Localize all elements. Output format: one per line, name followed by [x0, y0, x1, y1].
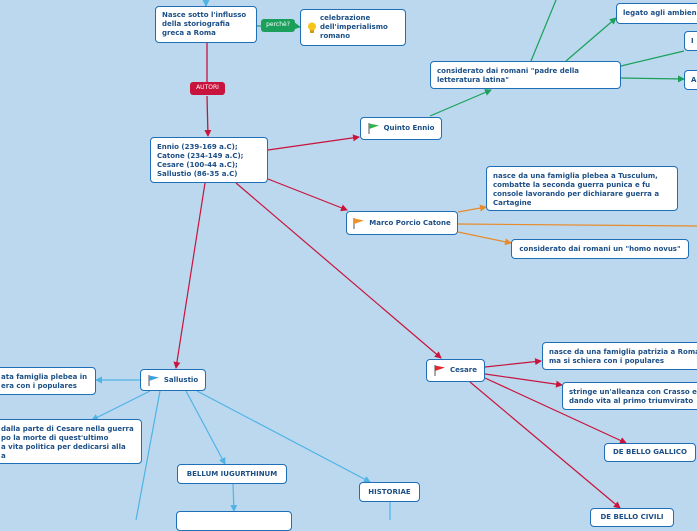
autori-tag[interactable]: AUTORI	[190, 82, 225, 95]
de-bello-civili-node[interactable]: DE BELLO CIVILI	[590, 508, 674, 527]
ennio-i-node[interactable]: I	[684, 31, 697, 51]
cesare-node[interactable]: Cesare	[426, 359, 485, 382]
celebration-label: celebrazione dell'imperialismo romano	[320, 14, 388, 40]
green-flag-icon	[368, 123, 379, 134]
ennio-a-node[interactable]: A	[684, 70, 697, 90]
catone-birth-node[interactable]: nasce da una famiglia plebea a Tusculum,…	[486, 166, 678, 211]
cesare-birth-node[interactable]: nasce da una famiglia patrizia a Roma ma…	[542, 342, 697, 370]
link-authors-catone	[267, 178, 348, 212]
link-cesare-birth	[484, 358, 542, 368]
link-bellum-down	[230, 483, 238, 512]
lightbulb-icon	[308, 22, 316, 33]
link-father-up	[530, 0, 557, 62]
ennio-father-node[interactable]: considerato dai romani "padre della lett…	[430, 61, 621, 89]
catone-label: Marco Porcio Catone	[369, 218, 451, 227]
sallustio-label: Sallustio	[163, 375, 199, 384]
link-sallustio-historiae	[196, 390, 371, 483]
authors-node[interactable]: Ennio (239-169 a.C); Catone (234-149 a.C…	[150, 137, 268, 183]
bellum-iugurthinum-node[interactable]: BELLUM IUGURTHINUM	[177, 464, 287, 484]
sallustio-birth-node[interactable]: ata famiglia plebea in era con i popular…	[0, 367, 96, 395]
link-autori-authors	[204, 95, 212, 137]
sallustio-side-node[interactable]: dalla parte di Cesare nella guerra po la…	[0, 419, 142, 464]
link-catone-birth	[457, 204, 487, 213]
connector-layer	[91, 0, 697, 520]
catone-node[interactable]: Marco Porcio Catone	[346, 211, 458, 235]
orange-flag-icon	[353, 217, 365, 229]
link-sallustio-down	[135, 390, 161, 520]
de-bello-gallico-node[interactable]: DE BELLO GALLICO	[604, 443, 696, 462]
link-catone-homo	[457, 231, 512, 246]
origin-node[interactable]: Nasce sotto l'influsso della storiografi…	[155, 6, 257, 43]
ennio-node[interactable]: Quinto Ennio	[360, 117, 442, 140]
sallustio-node[interactable]: Sallustio	[140, 369, 206, 391]
link-ennio-father	[429, 89, 492, 117]
catone-homo-node[interactable]: considerato dai romani un "homo novus"	[511, 239, 689, 259]
red-flag-icon	[434, 365, 445, 376]
link-authors-sallustio	[173, 182, 206, 369]
cesare-alliance-node[interactable]: stringe un'alleanza con Crasso e dando v…	[562, 382, 697, 410]
link-cesare-gallico	[484, 377, 627, 444]
ennio-env-node[interactable]: legato agli ambien	[616, 3, 697, 24]
link-perche-celebration	[293, 22, 301, 30]
link-cesare-alliance	[484, 373, 563, 388]
perche-tag[interactable]: perchè?	[261, 19, 295, 32]
historiae-node[interactable]: HISTORIAE	[359, 482, 420, 502]
celebration-node[interactable]: celebrazione dell'imperialismo romano	[300, 9, 406, 46]
link-sallustio-bellum	[185, 390, 226, 465]
link-father-a	[620, 75, 685, 83]
link-sallustio-side	[91, 390, 151, 421]
link-authors-cesare	[235, 182, 442, 359]
link-father-i	[620, 50, 685, 67]
link-cesare-civili	[469, 381, 621, 509]
link-catone-right	[457, 223, 697, 227]
bellum-child-node[interactable]	[176, 511, 292, 531]
link-authors-ennio	[267, 134, 360, 151]
cesare-label: Cesare	[450, 366, 477, 374]
link-father-env	[565, 17, 617, 62]
blue-flag-icon	[148, 374, 159, 386]
ennio-label: Quinto Ennio	[383, 124, 435, 132]
